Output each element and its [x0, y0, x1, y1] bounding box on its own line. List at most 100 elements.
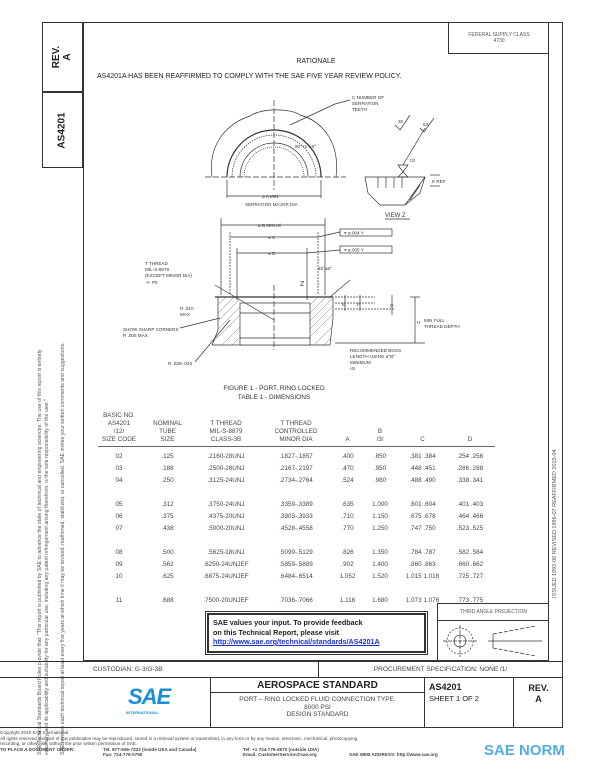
- table-cell: .6875-24UNJEF: [203, 572, 249, 580]
- table-cell: .3750-24UNJ: [207, 500, 245, 508]
- table-cell: .470: [341, 464, 354, 472]
- rationale-title: RATIONALE: [296, 58, 336, 65]
- table-cell: .784 .787: [409, 548, 436, 556]
- table-cell: 1.150: [372, 512, 388, 520]
- table-row: 04.250.3125-24UNJ.2734-.2764.524.980.488…: [98, 474, 495, 486]
- rationale-text: AS4201A HAS BEEN REAFFIRMED TO COMPLY WI…: [97, 73, 402, 80]
- table-cell: .488 .490: [409, 476, 436, 484]
- svg-text:Z: Z: [300, 281, 305, 288]
- table-cell: .5625-18UNJ: [207, 548, 245, 556]
- svg-text:MIN FULL: MIN FULL: [424, 318, 445, 323]
- title-block: SAE INTERNATIONAL AEROSPACE STANDARD POR…: [0, 678, 563, 728]
- table-cell: .675 .678: [409, 512, 436, 520]
- table-cell: .688: [161, 596, 174, 604]
- table-cell: .312: [161, 500, 174, 508]
- document-category: AEROSPACE STANDARD: [211, 678, 424, 693]
- revision: REV.A: [513, 678, 563, 727]
- table-cell: .902: [341, 560, 354, 568]
- svg-text:/3/: /3/: [410, 158, 416, 163]
- table-cell: .3903-.3933: [279, 512, 313, 520]
- svg-text:T THREAD: T THREAD: [145, 261, 168, 266]
- table-cell: .950: [373, 464, 387, 472]
- table-cell: .286 .288: [456, 464, 484, 472]
- feedback-link[interactable]: http://www.sae.org/technical/standards/A…: [213, 637, 380, 646]
- sae-logo: SAE INTERNATIONAL: [126, 684, 171, 715]
- svg-text:/4/: /4/: [350, 366, 356, 371]
- svg-text:90°+1°/-0°: 90°+1°/-0°: [295, 144, 316, 149]
- svg-text:H: H: [417, 320, 420, 325]
- table-cell: .2734-.2764: [279, 476, 313, 484]
- table-cell: .562: [161, 560, 174, 568]
- column-header: C: [420, 436, 425, 443]
- projection-symbol-icon: [443, 625, 542, 657]
- svg-text:K REF: K REF: [432, 179, 446, 184]
- table-cell: 11: [115, 596, 123, 604]
- svg-text:R .005 MAX: R .005 MAX: [123, 333, 148, 338]
- procurement-spec: PROCUREMENT SPECIFICATION: NONE /1/: [373, 666, 508, 673]
- table-cell: .4528-.4558: [279, 524, 313, 532]
- table-cell: .381 .384: [409, 452, 436, 460]
- table-cell: .725 .727: [456, 572, 484, 580]
- table-cell: .4375-20UNJ: [207, 512, 245, 520]
- table-cell: .438: [161, 524, 174, 532]
- table-cell: .523 .525: [456, 524, 484, 532]
- table-cell: 10: [115, 572, 123, 580]
- svg-text:-Y- P0: -Y- P0: [145, 280, 158, 285]
- table-cell: .980: [373, 476, 387, 484]
- table-cell: .448 .451: [409, 464, 436, 472]
- drawing-frame: [83, 22, 549, 661]
- svg-text:F: F: [357, 302, 360, 307]
- table-cell: .254 .256: [456, 452, 484, 460]
- table-cell: .625: [161, 572, 174, 580]
- table-cell: .5859-.5889: [279, 560, 313, 568]
- svg-text:ø D: ø D: [268, 251, 276, 256]
- table-cell: .3359-.3389: [279, 500, 313, 508]
- table-cell: .7036-.7066: [279, 596, 313, 604]
- table-cell: 1.350: [372, 548, 388, 556]
- svg-text:SERRATION: SERRATION: [352, 101, 378, 106]
- table-cell: .188: [161, 464, 174, 472]
- table-cell: .860 .863: [409, 560, 436, 568]
- svg-text:R .010: R .010: [180, 306, 194, 311]
- figure-caption: FIGURE 1 - PORT, RING LOCKED: [223, 385, 325, 392]
- table-cell: .2167-.2197: [279, 464, 313, 472]
- svg-text:⌖ ø.005 Y: ⌖ ø.005 Y: [344, 248, 364, 253]
- table-cell: 05: [115, 500, 123, 508]
- column-header: D: [467, 436, 473, 443]
- svg-text:LENGTH USING ø"B": LENGTH USING ø"B": [350, 354, 395, 359]
- table-cell: 1.116: [339, 596, 356, 604]
- table-cell: .770: [341, 524, 354, 532]
- svg-text:G: G: [390, 303, 394, 308]
- table-cell: .826: [341, 548, 354, 556]
- table-cell: .3125-24UNJ: [207, 476, 245, 484]
- rev-box: REV.A: [42, 22, 83, 92]
- revision-history: ISSUED 1992-06 REVISED 1996-07 REAFFIRME…: [552, 449, 558, 598]
- svg-text:SHOW SHARP CORNERS: SHOW SHARP CORNERS: [123, 327, 179, 332]
- table-cell: 03: [115, 464, 123, 472]
- table-cell: 07: [115, 524, 123, 532]
- table-cell: .5000-20UNJ: [207, 524, 245, 532]
- svg-text:MAX: MAX: [180, 312, 190, 317]
- table-cell: .6484-.6514: [279, 572, 313, 580]
- svg-text:(EXCEPT MINOR DIA): (EXCEPT MINOR DIA): [145, 273, 192, 278]
- svg-text:ø C: ø C: [268, 235, 276, 240]
- table-cell: .400: [341, 452, 354, 460]
- table-cell: .773 .775: [456, 596, 484, 604]
- table-cell: .5099-.5129: [279, 548, 313, 556]
- table-cell: .524: [341, 476, 354, 484]
- custodian: CUSTODIAN: G-3/G-3B: [93, 666, 163, 673]
- table-title: TABLE 1 - DIMENSIONS: [238, 394, 311, 401]
- svg-text:ø B MIN /4/: ø B MIN /4/: [258, 223, 282, 228]
- svg-text:VIEW Z: VIEW Z: [385, 213, 406, 219]
- table-cell: 1.052: [339, 572, 356, 580]
- table-cell: 1.000: [372, 500, 388, 508]
